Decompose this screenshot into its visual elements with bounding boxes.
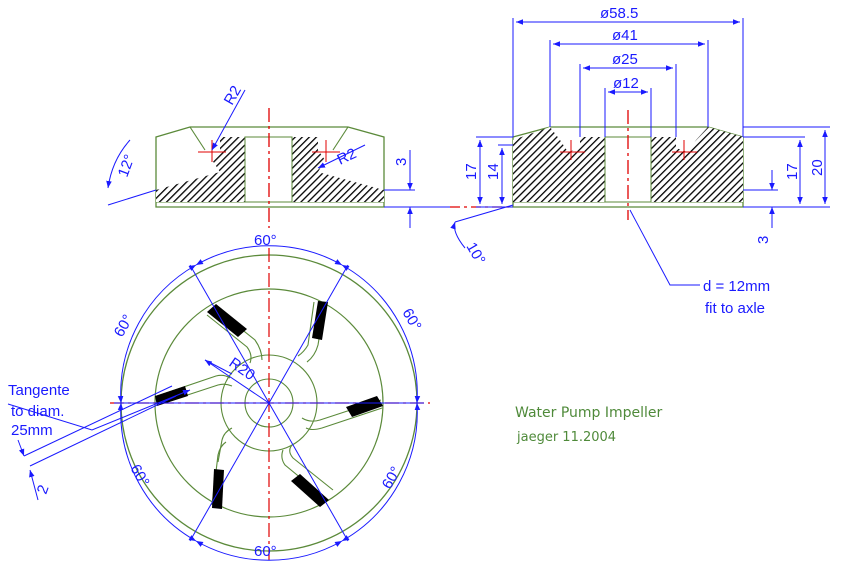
- note-axle-2: fit to axle: [705, 300, 765, 317]
- right-hatch-right: [651, 127, 743, 202]
- dim-angle-10: 10°: [463, 240, 489, 268]
- drawing-author-date: jaeger 11.2004: [516, 430, 616, 445]
- dim-d41: ø41: [612, 27, 638, 44]
- dim-60-lower-right: 60°: [379, 464, 405, 492]
- dim-h14: 14: [485, 163, 502, 180]
- note-axle-1: d = 12mm: [703, 278, 770, 295]
- dim-h17-left: 17: [463, 163, 480, 180]
- dim-angle-12: 12°: [115, 152, 139, 179]
- right-dimensions: [450, 18, 830, 286]
- dim-60-top: 60°: [254, 232, 277, 249]
- left-hatch-hub: [212, 137, 245, 202]
- dim-r20: R20: [226, 354, 258, 384]
- left-dimensions: [106, 89, 450, 228]
- dim-60-bottom: 60°: [254, 543, 277, 560]
- dim-d12: ø12: [613, 75, 639, 92]
- dim-h3-right: 3: [755, 236, 772, 244]
- dim-h20: 20: [809, 159, 826, 176]
- left-section-view: [155, 108, 385, 228]
- right-hatch-outer: [292, 172, 384, 202]
- note-tangent-3: 25mm: [11, 422, 53, 439]
- note-tangent-1: Tangente: [8, 382, 70, 399]
- dim-d58: ø58.5: [600, 5, 638, 22]
- dim-h17-right: 17: [784, 163, 801, 180]
- note-tangent-2: to diam.: [11, 403, 64, 420]
- dim-d25: ø25: [612, 51, 638, 68]
- right-hatch-left: [513, 127, 605, 202]
- dim-h3-left: 3: [393, 158, 410, 166]
- dim-r2-top: R2: [221, 83, 245, 108]
- dim-r2-side: R2: [335, 145, 360, 169]
- drawing-title: Water Pump Impeller: [515, 405, 663, 421]
- plan-dimensions: [7, 245, 424, 561]
